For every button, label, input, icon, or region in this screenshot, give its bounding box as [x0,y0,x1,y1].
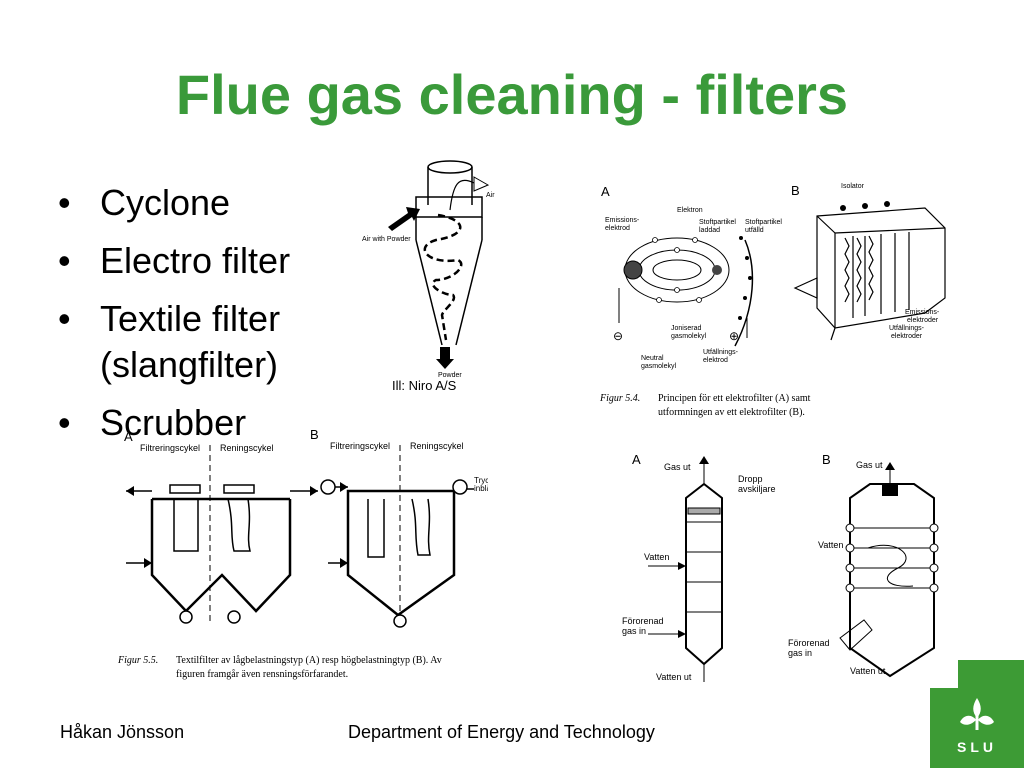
label-emissions-elektrod-1: Emissions- [605,217,640,224]
bullet-list: Cyclone Electro filter Textile filter(sl… [58,180,290,458]
footer-department: Department of Energy and Technology [348,722,655,742]
textile-panel-a-label: A [124,429,133,444]
textile-filter-caption: Figur 5.5.Textilfilter av lågbelastnings… [118,655,442,680]
label-utfallnings-2: elektrod [703,357,728,364]
label-tryckluft-2: inblåsning [474,484,488,493]
electro-filter-caption: Figur 5.4.Principen för ett elektrofilte… [600,393,811,418]
label-rening-a: Reningscykel [220,443,274,453]
label-dropp-1: Dropp [738,474,763,484]
label-rening-b: Reningscykel [410,441,464,451]
label-powder: Powder [438,372,462,379]
bullet-scrubber: Scrubber [58,400,290,446]
label-tryckluft-1: Tryckluft [474,476,488,485]
label-neutral-1: Neutral [641,355,664,362]
scrubber-panel-b-label: B [822,452,831,467]
bullet-electro-filter: Electro filter [58,238,290,284]
label-utfallnings-elektroder-1: Utfällnings- [889,325,925,332]
slu-logo-text: SLU [957,739,997,755]
label-joniserad-1: Joniserad [671,325,701,332]
minus-symbol: ⊖ [613,329,623,343]
label-gas-ut-a: Gas ut [664,462,691,472]
slu-logo: SLU [930,660,1024,768]
label-vatten-b: Vatten [818,540,843,550]
leaf-icon [960,698,994,730]
cyclone-figure: Air Air with Powder Powder [358,155,508,380]
footer-author: Håkan Jönsson [60,722,185,742]
electro-filter-figure: A B Emissions- elektrod Elektron Stoftpa… [595,178,955,423]
label-utfallnings-1: Utfällnings- [703,349,739,356]
label-stoftpartikel-utfalld-1: Stoftpartikel [745,219,782,226]
label-fororenad-a-1: Förorenad [622,616,664,626]
cyclone-credit: Ill: Niro A/S [392,378,457,393]
scrubber-figure: A B [618,448,958,688]
label-stoftpartikel-laddad-2: laddad [699,227,720,234]
label-elektron: Elektron [677,207,703,214]
label-gas-ut-b: Gas ut [856,460,883,470]
bullet-cyclone: Cyclone [58,180,290,226]
bullet-textile-filter: Textile filter(slangfilter) [58,296,290,388]
panel-b-label: B [791,183,800,198]
slide-title: Flue gas cleaning - filters [175,63,849,126]
label-utfallnings-elektroder-2: elektroder [891,333,923,340]
label-air-in: Air with Powder [362,236,411,243]
label-filtrering-a: Filtreringscykel [140,443,200,453]
textile-filter-figure: A B Filtreringscykel Reningscykel Filtre… [118,425,488,647]
label-air-out: Air [486,192,495,199]
plus-symbol: ⊕ [729,329,739,343]
label-joniserad-2: gasmolekyl [671,333,706,340]
label-neutral-2: gasmolekyl [641,363,676,370]
textile-panel-b-label: B [310,427,319,442]
scrubber-panel-a-label: A [632,452,641,467]
label-emissions-elektroder-1: Emissions- [905,309,940,316]
panel-a-label: A [601,184,610,199]
label-vatten-ut-a: Vatten ut [656,672,692,682]
label-fororenad-b-1: Förorenad [788,638,830,648]
label-emissions-elektrod-2: elektrod [605,225,630,232]
label-stoftpartikel-utfalld-2: utfälld [745,227,764,234]
label-emissions-elektroder-2: elektroder [907,317,939,324]
label-vatten-a: Vatten [644,552,669,562]
label-fororenad-b-2: gas in [788,648,812,658]
label-fororenad-a-2: gas in [622,626,646,636]
label-filtrering-b: Filtreringscykel [330,441,390,451]
label-isolator: Isolator [841,183,865,190]
label-stoftpartikel-laddad-1: Stoftpartikel [699,219,736,226]
label-vatten-ut-b: Vatten ut [850,666,886,676]
label-dropp-2: avskiljare [738,484,776,494]
